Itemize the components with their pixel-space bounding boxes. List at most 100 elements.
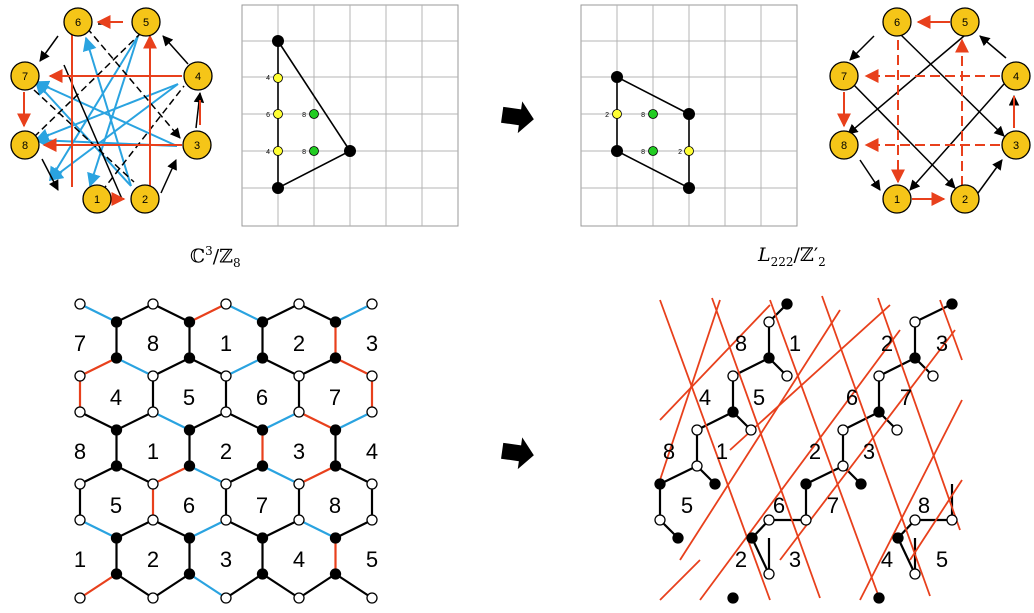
tiling-edge	[189, 303, 227, 323]
face-label: 6	[773, 493, 785, 518]
multiplicity-label: 8	[641, 112, 645, 119]
face-label: 3	[863, 439, 875, 464]
multiplicity-label: 8	[302, 112, 306, 119]
svg-text:8: 8	[22, 140, 28, 152]
tiling-edge	[298, 573, 337, 599]
svg-text:2: 2	[142, 194, 148, 206]
white-node	[147, 406, 159, 418]
tiling-edge	[298, 303, 336, 323]
face-label: 7	[827, 493, 839, 518]
quiver-node: 7	[10, 61, 40, 91]
white-node	[293, 298, 305, 310]
tiling-edge	[188, 573, 227, 599]
black-node	[873, 592, 885, 604]
black-node	[110, 424, 123, 436]
white-node	[366, 298, 378, 310]
toric-diagram-left: 4 6 4 8 8	[241, 4, 459, 227]
black-node	[183, 532, 196, 544]
white-node	[837, 460, 849, 472]
quiver-node: 2	[130, 184, 160, 214]
face-label: 5	[753, 385, 765, 410]
caption-left: ℂ3/ℤ8	[190, 244, 241, 271]
face-label: 4	[293, 547, 305, 572]
black-node	[183, 424, 196, 436]
tiling-edge	[298, 465, 336, 485]
white-node	[74, 514, 86, 526]
white-node	[366, 592, 378, 604]
tiling-edge	[805, 465, 844, 485]
white-node	[781, 370, 793, 382]
tiling-edge	[878, 357, 916, 377]
tiling-edge	[842, 411, 880, 431]
face-label: 8	[663, 439, 675, 464]
svg-text:8: 8	[841, 140, 847, 152]
tiling-edge	[679, 309, 841, 561]
white-node	[147, 298, 159, 310]
multiplicity-label: 8	[641, 149, 645, 156]
black-node	[256, 316, 269, 328]
tiling-edge	[335, 519, 373, 539]
svg-text:1: 1	[94, 194, 100, 206]
face-label: 8	[147, 331, 159, 356]
quiver-right-nodes: 1 2 3 4 5 6 7 8	[829, 7, 1031, 214]
white-node	[366, 370, 378, 382]
quiver-node: 3	[1001, 130, 1031, 160]
quiver-node: 8	[10, 130, 40, 160]
quiver-node: 5	[950, 7, 980, 37]
svg-text:5: 5	[143, 17, 149, 29]
tiling-edge	[751, 537, 770, 575]
black-node	[800, 478, 812, 490]
white-node	[763, 568, 775, 580]
face-label: 1	[147, 439, 159, 464]
tiling-edge	[939, 299, 963, 361]
tiling-edge	[189, 465, 227, 485]
tiling-edge	[189, 411, 227, 431]
tiling-edge	[152, 357, 190, 377]
white-node	[763, 514, 775, 526]
tiling-edge	[79, 411, 117, 431]
tiling-left-labels: 7 8 1 2 3 4 5 6 7 8 1 2 3 4 5 6 7 8 1 2 …	[74, 331, 378, 572]
white-node	[909, 316, 921, 328]
white-node	[691, 460, 703, 472]
quiver-node: 6	[63, 7, 93, 37]
svg-text:4: 4	[1013, 71, 1019, 83]
tiling-edge	[729, 304, 891, 451]
quiver-node: 6	[882, 7, 912, 37]
tiling-edge	[261, 573, 300, 599]
black-node	[763, 352, 775, 364]
face-label: 7	[900, 385, 912, 410]
tiling-edge	[225, 519, 263, 539]
white-node	[763, 316, 775, 328]
svg-text:6: 6	[894, 17, 900, 29]
tiling-edge	[79, 465, 117, 485]
quiver-node: 7	[829, 61, 859, 91]
tiling-edge	[877, 297, 961, 531]
white-node	[74, 370, 86, 382]
black-node	[183, 568, 196, 580]
face-label: 2	[220, 439, 232, 464]
face-label: 2	[735, 547, 747, 572]
brane-tiling-left	[74, 298, 378, 604]
black-node	[329, 532, 342, 544]
face-label: 8	[329, 493, 341, 518]
face-label: 5	[110, 493, 122, 518]
white-node	[220, 406, 232, 418]
face-label: 6	[256, 385, 268, 410]
transition-arrow-top	[501, 101, 534, 134]
face-label: 8	[735, 331, 747, 356]
multiplicity-label: 8	[302, 149, 306, 156]
face-label: 3	[366, 331, 378, 356]
svg-text:7: 7	[841, 71, 847, 83]
tiling-edge	[152, 519, 190, 539]
black-node	[183, 352, 196, 364]
tiling-edge	[699, 329, 901, 601]
svg-text:4: 4	[195, 71, 201, 83]
white-node	[293, 514, 305, 526]
face-label: 1	[789, 331, 801, 356]
caption-right: L222/ℤ′2	[758, 244, 826, 269]
tiling-edge	[116, 303, 154, 323]
tiling-edge	[769, 299, 881, 601]
white-node	[147, 478, 159, 490]
multiplicity-label: 4	[266, 149, 270, 156]
